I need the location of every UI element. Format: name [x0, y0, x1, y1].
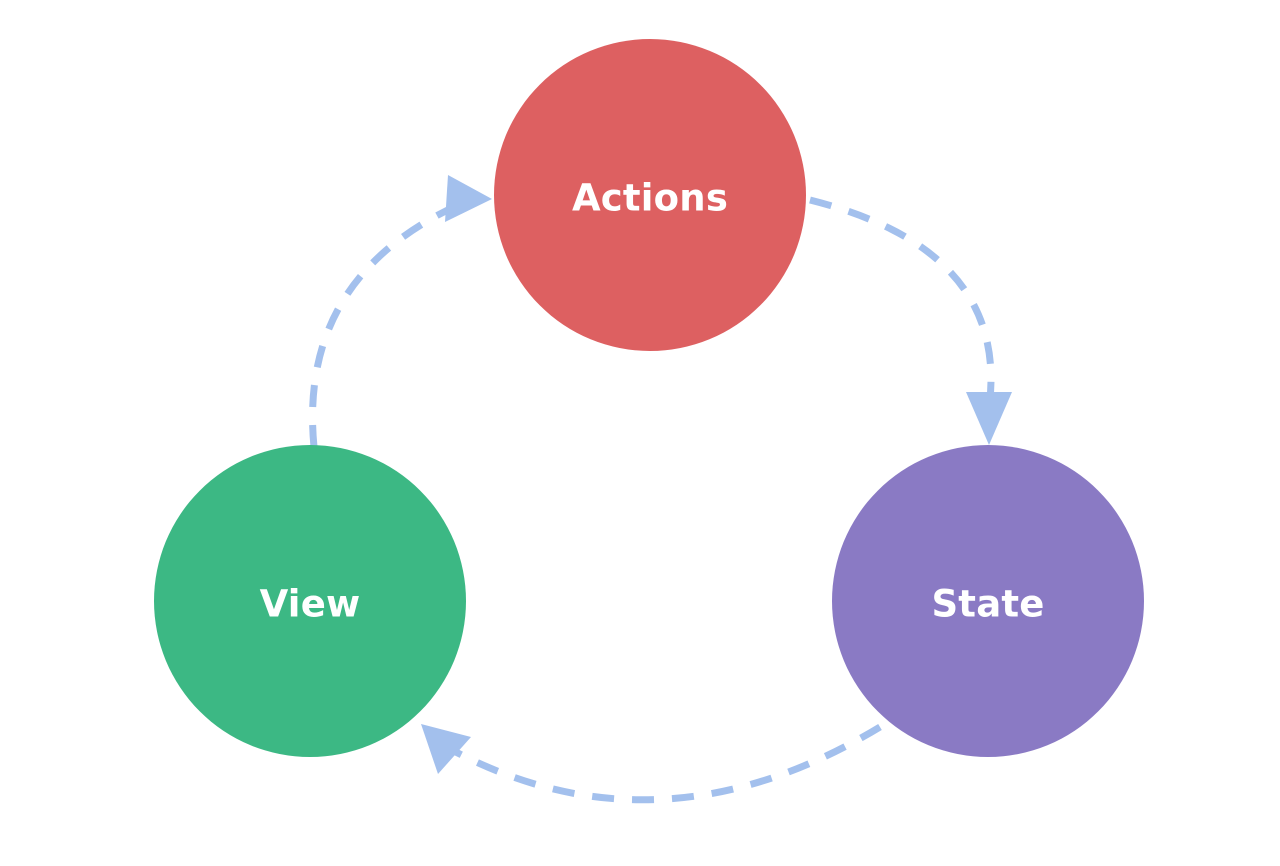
node-actions-circle — [494, 39, 806, 351]
node-view[interactable]: View — [154, 445, 466, 757]
node-state-circle — [832, 445, 1144, 757]
node-state-label: State — [931, 583, 1044, 626]
edge-actions-to-state-path — [809, 196, 995, 409]
edge-actions-to-state[interactable] — [809, 196, 1012, 445]
edge-actions-to-state-arrowhead — [966, 392, 1012, 445]
node-view-label: View — [260, 583, 361, 626]
edge-state-to-view-arrowhead — [421, 724, 471, 774]
node-view-circle — [154, 445, 466, 757]
edge-view-to-actions[interactable] — [309, 175, 492, 448]
node-actions-label: Actions — [572, 177, 728, 220]
edge-view-to-actions-path — [309, 202, 458, 448]
edge-state-to-view[interactable] — [421, 724, 882, 804]
edge-layer — [309, 175, 1012, 804]
node-state[interactable]: State — [832, 445, 1144, 757]
node-layer: Actions State View — [154, 39, 1144, 757]
edge-state-to-view-path — [450, 724, 882, 804]
node-actions[interactable]: Actions — [494, 39, 806, 351]
edge-view-to-actions-arrowhead — [445, 175, 492, 222]
